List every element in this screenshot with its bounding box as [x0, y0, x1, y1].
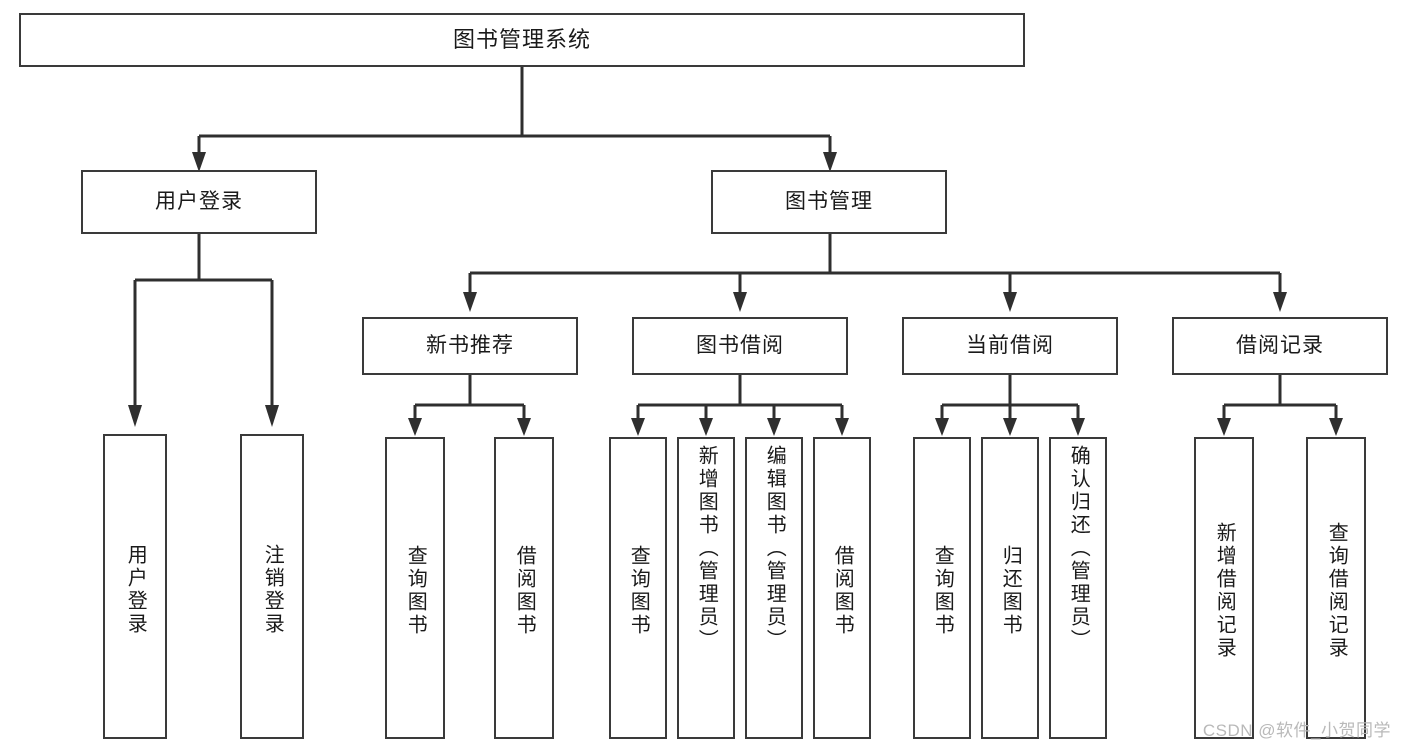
node-book-management[interactable]: 图书管理	[711, 170, 947, 234]
leaf-record-add[interactable]: 新增借阅记录	[1194, 437, 1254, 739]
node-borrow-record[interactable]: 借阅记录	[1172, 317, 1388, 375]
leaf-borrow-borrow-book[interactable]: 借阅图书	[813, 437, 871, 739]
node-user-login[interactable]: 用户登录	[81, 170, 317, 234]
node-label: 新增借阅记录	[1213, 522, 1236, 660]
node-book-borrow[interactable]: 图书借阅	[632, 317, 848, 375]
leaf-current-return-book[interactable]: 归还图书	[981, 437, 1039, 739]
leaf-borrow-query-book[interactable]: 查询图书	[609, 437, 667, 739]
watermark-text: CSDN @软件_小贺同学	[1202, 721, 1391, 740]
leaf-user-login-logout[interactable]: 注销登录	[240, 434, 304, 739]
node-label: 注销登录	[261, 543, 284, 636]
node-root-system[interactable]: 图书管理系统	[19, 13, 1025, 67]
node-label: 用户登录	[155, 190, 243, 214]
node-label: 用户登录	[124, 543, 147, 636]
leaf-new-book-query[interactable]: 查询图书	[385, 437, 445, 739]
node-label: 借阅图书	[831, 545, 854, 637]
leaf-new-book-borrow[interactable]: 借阅图书	[494, 437, 554, 739]
leaf-record-query[interactable]: 查询借阅记录	[1306, 437, 1366, 739]
leaf-current-query-book[interactable]: 查询图书	[913, 437, 971, 739]
node-label: 查询图书	[404, 545, 427, 637]
node-label: 查询借阅记录	[1325, 522, 1348, 660]
node-label: 图书借阅	[696, 334, 784, 358]
node-label: 借阅记录	[1236, 334, 1324, 358]
node-label: 借阅图书	[513, 545, 536, 637]
node-label: 确认归还（管理员）	[1067, 445, 1090, 652]
node-label: 编辑图书（管理员）	[763, 445, 786, 652]
leaf-borrow-add-book[interactable]: 新增图书（管理员）	[677, 437, 735, 739]
node-current-borrow[interactable]: 当前借阅	[902, 317, 1118, 375]
leaf-borrow-edit-book[interactable]: 编辑图书（管理员）	[745, 437, 803, 739]
node-label: 归还图书	[999, 545, 1022, 637]
node-label: 查询图书	[931, 545, 954, 637]
node-label: 当前借阅	[966, 334, 1054, 358]
node-label: 查询图书	[627, 545, 650, 637]
node-label: 新书推荐	[426, 334, 514, 358]
node-label: 图书管理系统	[452, 26, 591, 52]
node-new-book-recommend[interactable]: 新书推荐	[362, 317, 578, 375]
node-label: 新增图书（管理员）	[695, 445, 718, 652]
leaf-user-login-login[interactable]: 用户登录	[103, 434, 167, 739]
node-label: 图书管理	[785, 190, 873, 214]
leaf-current-confirm-return[interactable]: 确认归还（管理员）	[1049, 437, 1107, 739]
